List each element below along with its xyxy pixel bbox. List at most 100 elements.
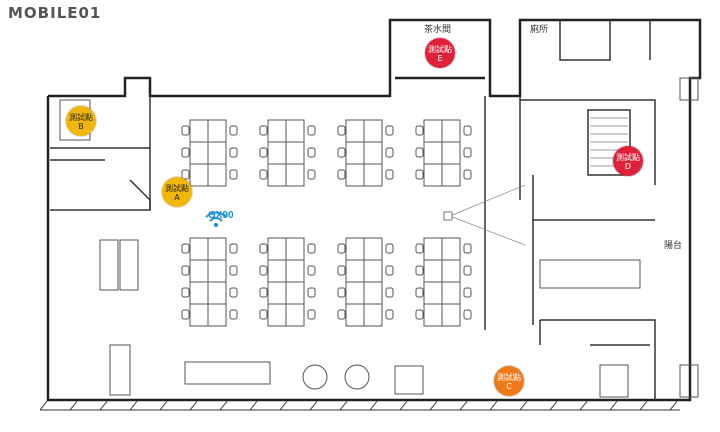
chair xyxy=(337,309,346,320)
test-point-c-id: C xyxy=(506,382,512,391)
chair xyxy=(229,147,238,158)
desk xyxy=(423,163,443,187)
desk xyxy=(189,119,209,143)
desk xyxy=(423,141,443,165)
chair xyxy=(181,243,190,254)
desk-cluster xyxy=(181,119,238,187)
desk xyxy=(441,303,461,327)
desk xyxy=(285,119,305,143)
desk xyxy=(207,141,227,165)
desk-cluster xyxy=(337,119,394,187)
chair xyxy=(229,287,238,298)
desk xyxy=(441,141,461,165)
chair xyxy=(307,265,316,276)
chair xyxy=(259,169,268,180)
desk xyxy=(345,119,365,143)
chair xyxy=(259,125,268,136)
wifi-icon xyxy=(205,211,227,227)
desk xyxy=(267,141,287,165)
desk xyxy=(441,237,461,261)
desk xyxy=(285,259,305,283)
desk-cluster xyxy=(337,237,394,327)
restroom-label: 廁所 xyxy=(530,25,549,35)
router-sightline xyxy=(443,184,526,246)
test-point-b-id: B xyxy=(78,122,84,131)
chair xyxy=(259,243,268,254)
test-point-a-id: A xyxy=(174,193,180,202)
chair xyxy=(337,147,346,158)
test-point-c: 測試點 C xyxy=(494,366,524,396)
chair xyxy=(307,287,316,298)
desk xyxy=(423,119,443,143)
chair xyxy=(415,243,424,254)
desk xyxy=(267,281,287,305)
chair xyxy=(463,125,472,136)
chair xyxy=(337,243,346,254)
desk xyxy=(285,303,305,327)
desk xyxy=(285,163,305,187)
desk xyxy=(285,281,305,305)
chair xyxy=(415,125,424,136)
window-line xyxy=(39,399,680,411)
desk xyxy=(345,163,365,187)
balcony-label: 陽台 xyxy=(664,241,683,251)
desk xyxy=(423,259,443,283)
test-point-d-id: D xyxy=(624,162,632,171)
chair xyxy=(181,125,190,136)
desk xyxy=(207,163,227,187)
chair xyxy=(181,147,190,158)
desk xyxy=(345,259,365,283)
chair xyxy=(385,265,394,276)
chair xyxy=(463,287,472,298)
desk xyxy=(267,237,287,261)
chair xyxy=(337,265,346,276)
desk xyxy=(207,237,227,261)
desk xyxy=(423,237,443,261)
desk xyxy=(189,259,209,283)
chair xyxy=(307,243,316,254)
chair xyxy=(337,125,346,136)
desk xyxy=(267,119,287,143)
chair xyxy=(307,169,316,180)
chair xyxy=(229,125,238,136)
lounge-furniture xyxy=(59,77,699,398)
desk-cluster xyxy=(181,237,238,327)
chair xyxy=(463,265,472,276)
desk xyxy=(189,141,209,165)
chair xyxy=(181,287,190,298)
desk-cluster xyxy=(259,119,316,187)
desk xyxy=(285,141,305,165)
desk xyxy=(363,141,383,165)
desk xyxy=(207,303,227,327)
chair xyxy=(415,309,424,320)
chair xyxy=(385,147,394,158)
tea-room-label: 茶水間 xyxy=(424,25,452,35)
chair xyxy=(337,287,346,298)
desk xyxy=(345,303,365,327)
router-marker: GX90 xyxy=(204,210,234,227)
chair xyxy=(259,287,268,298)
chair xyxy=(259,309,268,320)
desk xyxy=(345,141,365,165)
chair xyxy=(385,309,394,320)
desk xyxy=(363,237,383,261)
desk xyxy=(363,163,383,187)
chair xyxy=(463,147,472,158)
desk-clusters xyxy=(181,119,472,327)
test-point-e-id: E xyxy=(437,54,443,63)
desk xyxy=(189,237,209,261)
chair xyxy=(307,147,316,158)
chair xyxy=(415,147,424,158)
chair xyxy=(229,169,238,180)
test-point-e: 測試點 E xyxy=(425,38,455,68)
chair xyxy=(307,309,316,320)
desk xyxy=(189,303,209,327)
desk xyxy=(207,119,227,143)
desk xyxy=(189,163,209,187)
desk-cluster xyxy=(415,237,472,327)
desk xyxy=(363,259,383,283)
desk xyxy=(441,281,461,305)
desk-cluster xyxy=(259,237,316,327)
chair xyxy=(385,243,394,254)
